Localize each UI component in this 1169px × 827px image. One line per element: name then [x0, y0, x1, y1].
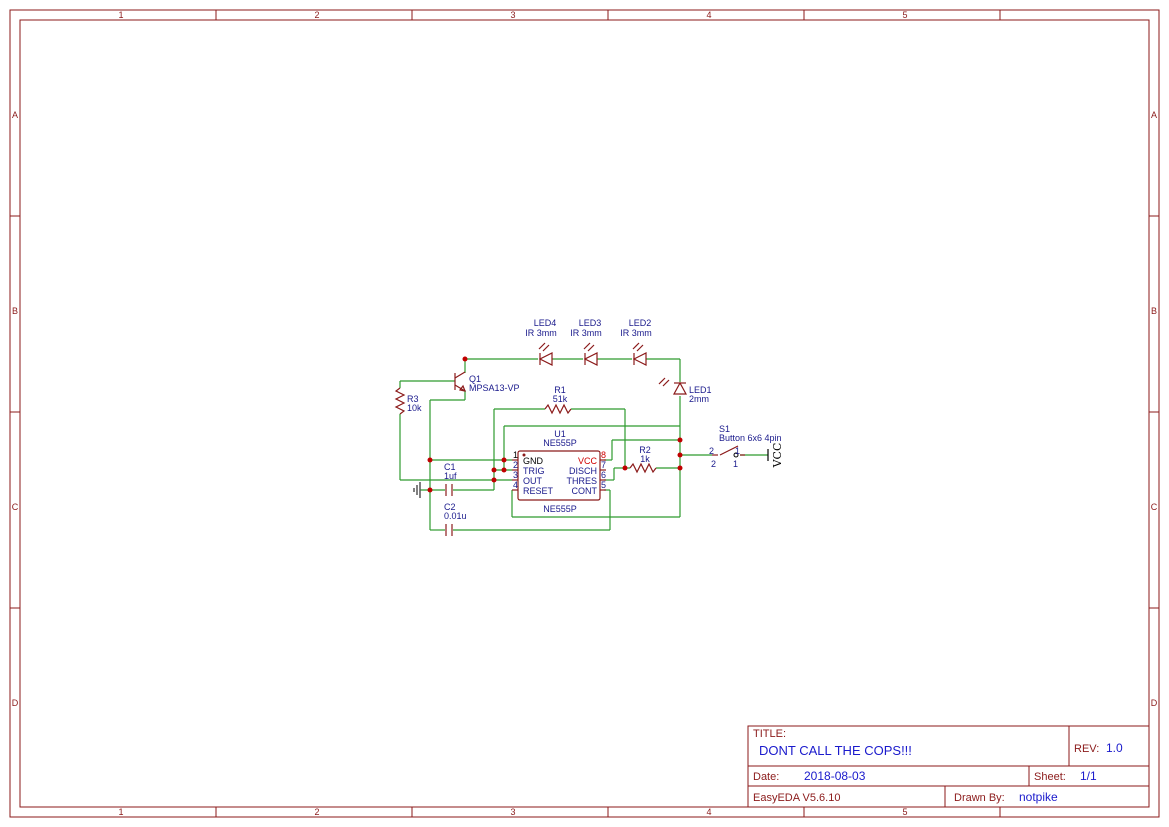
led3-value: IR 3mm [570, 328, 602, 338]
vcc-label: VCC [771, 443, 784, 469]
row-label-right-a: A [1151, 110, 1157, 120]
r2-ref: R2 [639, 445, 651, 455]
q1-symbol [454, 371, 466, 392]
u1-pin5-name: CONT [572, 486, 598, 496]
q1-value: MPSA13-VP [469, 383, 520, 393]
col-label-bottom-3: 3 [510, 807, 515, 817]
col-label-bottom-2: 2 [314, 807, 319, 817]
sheet-label: Sheet: [1034, 771, 1066, 783]
led4-value: IR 3mm [525, 328, 557, 338]
col-label-top-4: 4 [706, 10, 711, 20]
drawn-by-value: notpike [1019, 790, 1058, 804]
s1-ref: S1 [719, 424, 730, 434]
led3-symbol [583, 342, 598, 366]
led1-value: 2mm [689, 394, 709, 404]
col-label-top-2: 2 [314, 10, 319, 20]
rev-label: REV: [1074, 743, 1099, 755]
u1-pin3-num: 3 [513, 470, 518, 480]
r3-symbol [394, 387, 406, 415]
s1-pad-right: 1 [733, 459, 738, 469]
row-label-right-d: D [1151, 698, 1158, 708]
col-label-bottom-4: 4 [706, 807, 711, 817]
c1-ref: C1 [444, 462, 456, 472]
s1-value: Button 6x6 4pin [719, 433, 782, 443]
ground-icon [413, 482, 421, 498]
led1-ref: LED1 [689, 385, 712, 395]
row-label-right-b: B [1151, 306, 1157, 316]
u1-pin8-name: VCC [578, 456, 598, 466]
row-label-left-b: B [12, 306, 18, 316]
col-label-top-1: 1 [118, 10, 123, 20]
u1-pin8-num: 8 [601, 450, 606, 460]
row-label-right-c: C [1151, 502, 1158, 512]
u1-pin7-name: DISCH [569, 466, 597, 476]
led2-symbol [632, 342, 647, 366]
u1-pin1-dot [522, 453, 526, 457]
date-value: 2018-08-03 [804, 769, 866, 783]
row-label-left-d: D [12, 698, 19, 708]
sheet-value: 1/1 [1080, 769, 1097, 783]
u1-ref: U1 [554, 429, 566, 439]
led2-ref: LED2 [629, 318, 652, 328]
row-label-left-c: C [12, 502, 19, 512]
u1-pin6-num: 6 [601, 470, 606, 480]
c1-value: 1uf [444, 471, 457, 481]
u1-pin5-num: 5 [601, 480, 606, 490]
inner-border [19, 19, 1150, 808]
col-label-top-5: 5 [902, 10, 907, 20]
s1-symbol [712, 445, 745, 458]
outer-border [9, 9, 1160, 818]
led4-ref: LED4 [534, 318, 557, 328]
r2-value: 1k [640, 454, 650, 464]
u1-pin-stubs [512, 459, 606, 491]
led3-ref: LED3 [579, 318, 602, 328]
u1-pin6-name: THRES [566, 476, 597, 486]
u1-pin7-num: 7 [601, 460, 606, 470]
title-value: DONT CALL THE COPS!!! [759, 743, 912, 758]
col-label-bottom-5: 5 [902, 807, 907, 817]
row-ticks [10, 215, 1159, 609]
u1-pin1-name: GND [523, 456, 544, 466]
date-label: Date: [753, 771, 779, 783]
r1-symbol [544, 403, 572, 415]
u1-body [517, 450, 601, 501]
c2-value: 0.01u [444, 511, 467, 521]
u1-value: NE555P [543, 438, 577, 448]
rev-value: 1.0 [1106, 741, 1123, 755]
q1-ref: Q1 [469, 374, 481, 384]
c2-ref: C2 [444, 502, 456, 512]
r1-ref: R1 [554, 385, 566, 395]
column-ticks [215, 10, 1001, 817]
s1-pin-right: 1 [735, 446, 740, 456]
u1-pin2-num: 2 [513, 460, 518, 470]
title-block [747, 725, 1150, 808]
row-label-left-a: A [12, 110, 18, 120]
led4-symbol [538, 342, 553, 366]
c1-symbol [445, 484, 453, 496]
title-label: TITLE: [753, 728, 786, 740]
drawn-by-label: Drawn By: [954, 792, 1005, 804]
s1-pin-left: 2 [709, 446, 714, 456]
r3-value: 10k [407, 403, 422, 413]
r1-value: 51k [553, 394, 568, 404]
r3-ref: R3 [407, 394, 419, 404]
junctions [427, 356, 683, 493]
software-version: EasyEDA V5.6.10 [753, 792, 840, 804]
u1-pin4-name: RESET [523, 486, 554, 496]
u1-pin2-name: TRIG [523, 466, 545, 476]
u1-pin1-num: 1 [513, 450, 518, 460]
u1-pin4-num: 4 [513, 480, 518, 490]
s1-pad-left: 2 [711, 459, 716, 469]
u1-pin3-name: OUT [523, 476, 543, 486]
c2-symbol [445, 524, 453, 536]
u1-footer: NE555P [543, 504, 577, 514]
r2-symbol [629, 462, 657, 474]
col-label-bottom-1: 1 [118, 807, 123, 817]
wires [399, 358, 768, 531]
led1-symbol [658, 377, 688, 395]
led2-value: IR 3mm [620, 328, 652, 338]
col-label-top-3: 3 [510, 10, 515, 20]
